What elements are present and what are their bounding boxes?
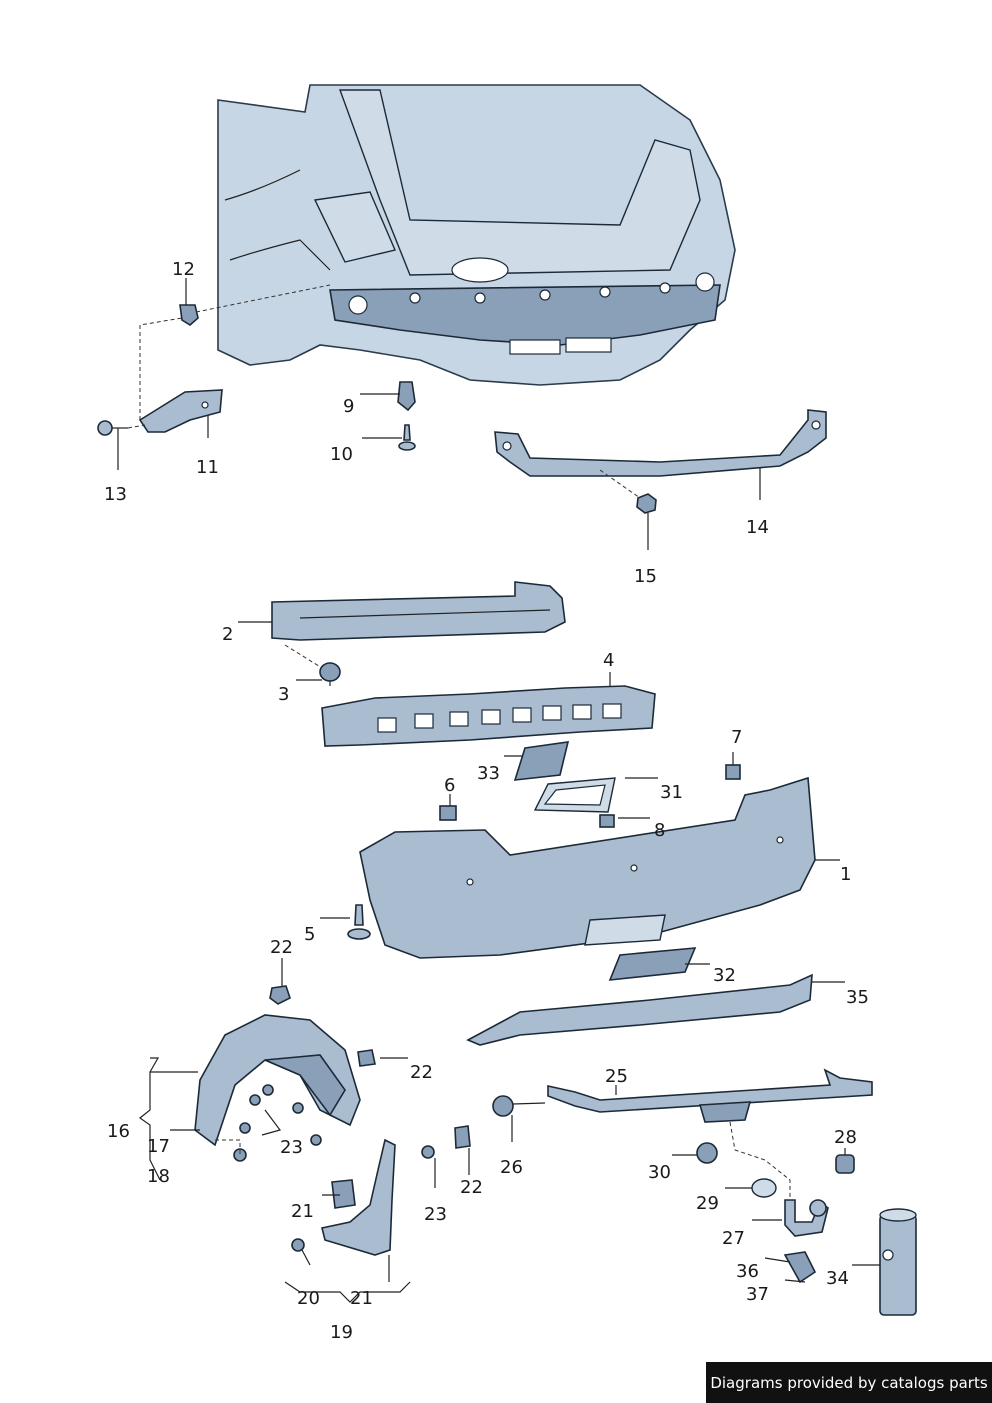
socket-part-29 [751, 1178, 777, 1198]
leader-lines [117, 278, 880, 1303]
label-6: 6 [444, 775, 455, 796]
label-32: 32 [713, 965, 736, 986]
label-19: 19 [330, 1322, 353, 1343]
bolt-part-3 [319, 662, 341, 686]
label-4: 4 [603, 650, 614, 671]
label-17: 17 [147, 1136, 170, 1157]
label-37: 37 [746, 1284, 769, 1305]
label-10: 10 [330, 444, 353, 465]
label-29: 29 [696, 1193, 719, 1214]
label-23-right: 23 [424, 1204, 447, 1225]
label-35: 35 [846, 987, 869, 1008]
grille-part-33 [513, 741, 570, 781]
label-1: 1 [840, 864, 851, 885]
frame-part-31 [533, 777, 616, 813]
label-31: 31 [660, 782, 683, 803]
label-20: 20 [297, 1288, 320, 1309]
energy-absorber-part-4 [321, 685, 656, 747]
label-5: 5 [304, 924, 315, 945]
bumper-carrier-part-2 [271, 581, 566, 641]
mud-flap-part-19 [321, 1138, 396, 1256]
label-18: 18 [147, 1166, 170, 1187]
label-30: 30 [648, 1162, 671, 1183]
screw-part-10 [398, 424, 416, 451]
tow-ball-part-27 [784, 1199, 829, 1237]
label-2: 2 [222, 624, 233, 645]
label-33: 33 [477, 763, 500, 784]
clip-part-22-top [269, 985, 291, 1005]
label-16: 16 [107, 1121, 130, 1142]
clip-part-8 [599, 814, 615, 828]
label-9: 9 [343, 396, 354, 417]
bracket-part-11 [138, 389, 223, 433]
cap-part-30 [696, 1142, 718, 1164]
clip-part-22-right [454, 1125, 471, 1149]
label-26: 26 [500, 1157, 523, 1178]
screw-part-20 [291, 1238, 305, 1252]
label-36: 36 [736, 1261, 759, 1282]
rear-body-shell [217, 84, 736, 386]
label-22-mid: 22 [410, 1062, 433, 1083]
label-23-left: 23 [280, 1137, 303, 1158]
label-13: 13 [104, 484, 127, 505]
can-part-34 [879, 1208, 917, 1316]
label-12: 12 [172, 259, 195, 280]
label-22-top: 22 [270, 937, 293, 958]
clip-part-12 [179, 304, 199, 326]
label-22-right: 22 [460, 1177, 483, 1198]
label-27: 27 [722, 1228, 745, 1249]
label-3: 3 [278, 684, 289, 705]
bracket-part-21 [331, 1179, 356, 1209]
crossmember-part-14 [494, 409, 827, 477]
towbar-part-25 [547, 1068, 873, 1123]
label-28: 28 [834, 1127, 857, 1148]
label-8: 8 [654, 820, 665, 841]
cover-part-32 [608, 947, 697, 981]
screw-part-13 [97, 420, 128, 436]
label-25: 25 [605, 1066, 628, 1087]
callout-labels: 1 2 3 4 5 6 7 8 9 10 11 12 13 14 15 16 1… [104, 259, 869, 1343]
clip-part-9 [397, 381, 416, 412]
bolt-part-26 [492, 1095, 546, 1117]
label-21-flap: 21 [350, 1288, 373, 1309]
clip-part-22-mid [357, 1049, 376, 1067]
clip-part-6 [439, 805, 457, 821]
key-part-36 [783, 1251, 817, 1284]
label-34: 34 [826, 1268, 849, 1289]
screw-part-18 [233, 1148, 247, 1162]
label-15: 15 [634, 566, 657, 587]
label-11: 11 [196, 457, 219, 478]
label-21-bracket: 21 [291, 1201, 314, 1222]
screw-part-5 [347, 904, 371, 940]
label-14: 14 [746, 517, 769, 538]
footer-credit: Diagrams provided by catalogs parts [706, 1362, 992, 1403]
footer-text: Diagrams provided by catalogs parts [710, 1373, 988, 1392]
screw-part-23-right [421, 1145, 435, 1159]
diffuser-part-35 [466, 973, 813, 1046]
nut-part-15 [636, 493, 657, 514]
bumper-cover-part-1 [359, 776, 816, 959]
clip-part-7 [725, 764, 741, 780]
wheel-liner-part-16 [194, 1014, 361, 1147]
cap-part-28 [835, 1154, 855, 1174]
label-7: 7 [731, 727, 742, 748]
screws-part-23-left [239, 1084, 322, 1146]
